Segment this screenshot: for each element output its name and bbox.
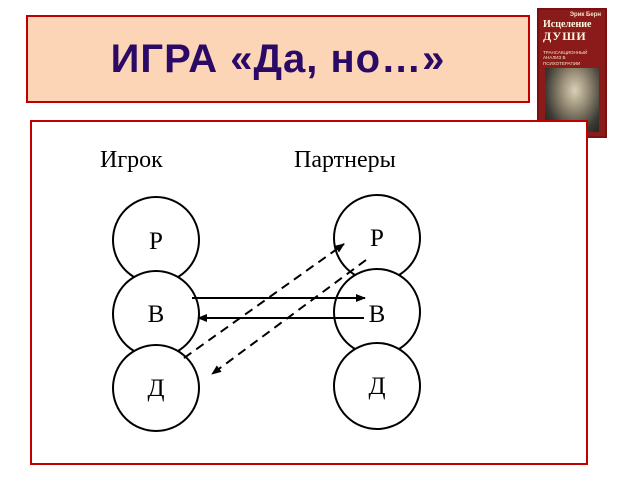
dashed-arrow-player-child-to-partner-parent [183, 243, 345, 359]
diagram-canvas: Игрок Партнеры Р В Д Р В Д [100, 147, 421, 432]
book-subtitle: ТРАНСАКЦИОННЫЙ АНАЛИЗ В ПСИХОТЕРАПИИ [543, 50, 588, 66]
partner-child-label: Д [368, 373, 385, 400]
player-adult-label: В [148, 301, 165, 328]
book-title: Исцеление ДУШИ [543, 19, 601, 43]
player-child-label: Д [147, 375, 164, 402]
transaction-diagram: Игрок Партнеры Р В Д Р В Д [30, 120, 588, 465]
slide-title: ИГРА «Да, но…» [110, 36, 446, 81]
title-banner: ИГРА «Да, но…» [26, 15, 530, 103]
book-title-line1: Исцеление [543, 19, 592, 30]
book-author: Эрик Берн [569, 12, 601, 18]
partner-parent-state: Р [333, 194, 421, 282]
partner-parent-label: Р [370, 225, 384, 252]
player-child-state: Д [112, 344, 200, 432]
player-label: Игрок [100, 147, 163, 173]
partner-adult-label: В [369, 301, 386, 328]
book-title-line2: ДУШИ [543, 29, 587, 43]
book-cover-image: Эрик Берн Исцеление ДУШИ ТРАНСАКЦИОННЫЙ … [537, 8, 607, 138]
partners-label: Партнеры [294, 147, 396, 173]
dashed-arrow-partner-parent-to-player-child [211, 259, 367, 375]
partner-child-state: Д [333, 342, 421, 430]
player-parent-label: Р [149, 228, 163, 255]
